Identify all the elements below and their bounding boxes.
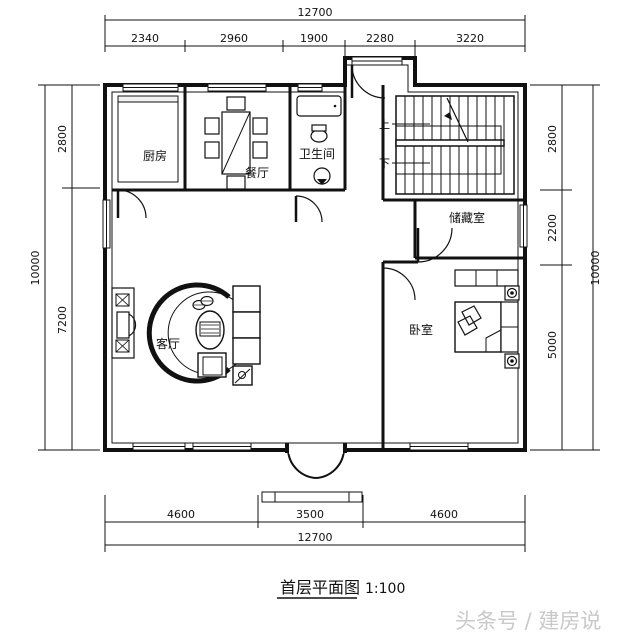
bathtub [296, 95, 342, 117]
kitchen-backsplash [117, 95, 179, 103]
wardrobe [454, 269, 519, 287]
main-entrance-opening [285, 443, 347, 454]
dining-chair-right-1 [252, 117, 268, 135]
bottom-dimension-group [104, 495, 526, 552]
right-dim-seg-2: 2200 [546, 214, 559, 242]
nightstand-lamp-bottom [506, 355, 518, 367]
stair-landing [395, 125, 502, 175]
kitchen-furniture [117, 95, 179, 183]
dining-chair-top [226, 96, 246, 111]
sink-drain [317, 179, 327, 185]
bathtub-drain [333, 104, 337, 108]
armchair-seat [202, 356, 223, 376]
bottom-overall-dim-text: 12700 [298, 531, 333, 544]
room-label-bedroom: 卧室 [409, 322, 433, 337]
bottom-dim-seg-2: 3500 [296, 508, 324, 521]
door-storage-arc [417, 227, 453, 263]
bottom-dim-seg-1: 4600 [167, 508, 195, 521]
left-dim-seg-2: 7200 [56, 306, 69, 334]
left-dim-seg-1: 2800 [56, 125, 69, 153]
pillow-2 [457, 315, 478, 336]
side-table-diagonal [234, 368, 251, 384]
right-dimension-group [530, 84, 600, 451]
dining-table-diagonal [221, 111, 251, 175]
top-dim-seg-1: 2340 [131, 32, 159, 45]
door-bedroom-arc [382, 267, 416, 301]
right-dim-seg-1: 2800 [546, 125, 559, 153]
top-dimension-group [104, 15, 526, 58]
table-lamp [238, 371, 246, 379]
dining-chair-left-2 [204, 141, 220, 159]
sofa-module-1 [232, 285, 261, 313]
dining-furniture [204, 96, 268, 190]
nightstand-lamp-top-core [510, 291, 514, 295]
speaker-bottom [115, 339, 130, 353]
room-label-storage: 储藏室 [449, 210, 485, 225]
stair-direction-line [446, 97, 469, 143]
speaker-top-x2 [115, 293, 130, 307]
top-overall-dim-text: 12700 [298, 6, 333, 19]
left-overall-dim-text: 10000 [29, 251, 42, 286]
right-overall-dim-text: 10000 [589, 251, 602, 286]
sofa-module-3 [232, 337, 261, 365]
drawing-scale: 1:100 [365, 581, 405, 597]
tv-set [116, 311, 130, 339]
stair-up-label: 上 [379, 118, 390, 131]
entry-step-outline [261, 491, 363, 503]
top-dim-seg-2: 2960 [220, 32, 248, 45]
door-main-left-arc [287, 449, 317, 479]
speaker-bottom-x2 [115, 339, 130, 353]
room-label-bathroom: 卫生间 [299, 147, 335, 161]
door-main-right-arc [315, 449, 345, 479]
right-dim-seg-3: 5000 [546, 331, 559, 359]
room-label-living: 客厅 [156, 336, 180, 351]
room-label-dining: 餐厅 [245, 165, 269, 180]
speaker-top [115, 293, 130, 307]
stair-down-label: 下 [379, 157, 390, 170]
tv-screen-curve [128, 313, 137, 337]
toilet-tank [311, 124, 327, 132]
stair-arrow-head [444, 112, 452, 120]
entrance-gap [289, 446, 343, 454]
left-dimension-group [38, 84, 100, 451]
dining-chair-right-2 [252, 141, 268, 159]
nightstand-lamp-top [506, 287, 518, 299]
top-dim-seg-5: 3220 [456, 32, 484, 45]
dining-chair-left-1 [204, 117, 220, 135]
nightstand-lamp-bottom-core [510, 359, 514, 363]
staircase [392, 95, 515, 195]
stool-hatch [194, 300, 212, 306]
bed-frame [454, 301, 502, 353]
sofa-module-2 [232, 311, 261, 339]
doors [116, 64, 453, 479]
drawing-title: 首层平面图 [280, 578, 360, 597]
top-dim-seg-4: 2280 [366, 32, 394, 45]
toilet-bowl [310, 129, 328, 143]
top-dim-seg-3: 1900 [300, 32, 328, 45]
bed-corner-fold [485, 329, 502, 353]
pillow-1 [461, 305, 482, 326]
room-label-kitchen: 厨房 [143, 148, 167, 163]
watermark-text: 头条号 / 建房说 [455, 609, 601, 633]
stair-stringer [395, 139, 505, 147]
door-kitchen-arc [117, 189, 147, 219]
tv-cabinet [111, 287, 135, 359]
sofa-curved [146, 282, 231, 384]
bottom-dim-seg-3: 4600 [430, 508, 458, 521]
coffee-table-hatch [201, 324, 219, 334]
bathroom-fixtures [296, 95, 342, 185]
entry-step [261, 491, 363, 503]
dining-chair-bottom [226, 175, 246, 190]
door-bathroom-arc [295, 195, 323, 223]
windows [102, 56, 528, 451]
living-room-furniture [111, 282, 261, 386]
bedroom-furniture [454, 269, 520, 369]
